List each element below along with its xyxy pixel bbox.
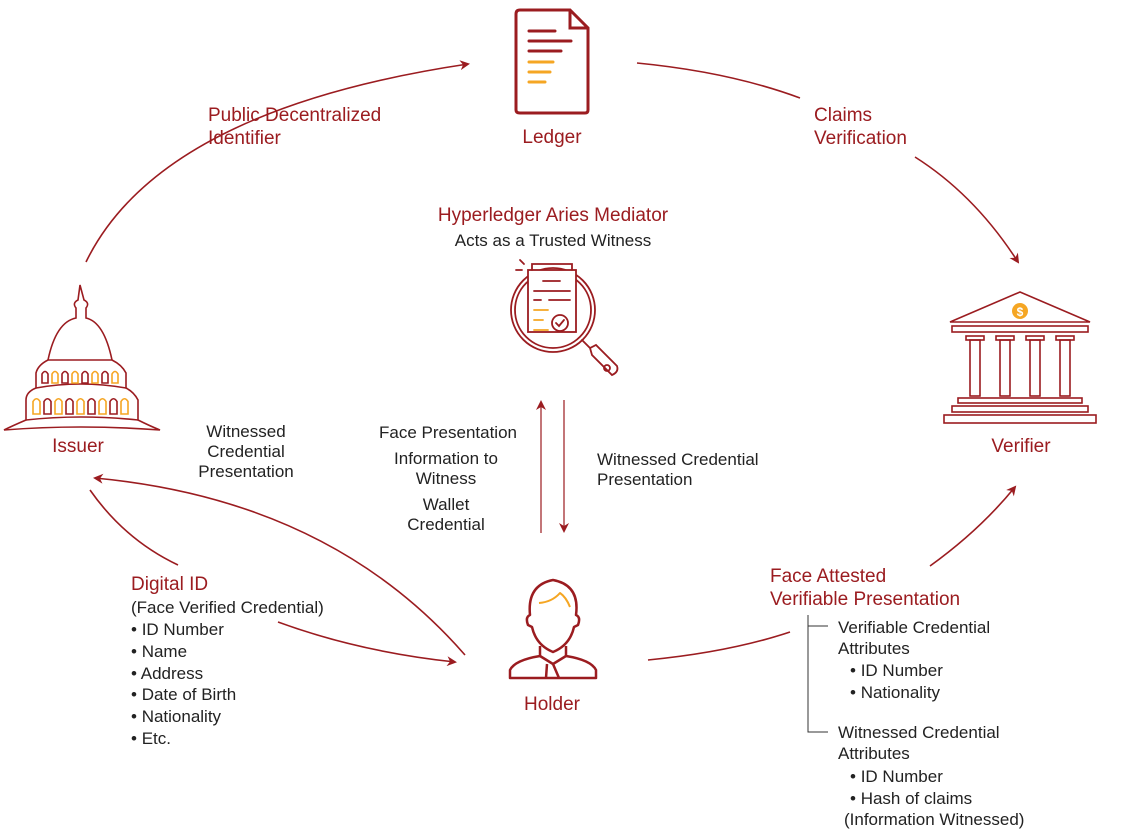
list-item-text: Name	[141, 641, 188, 661]
list-item: • Nationality	[131, 706, 221, 727]
mediator-subtitle: Acts as a Trusted Witness	[454, 231, 652, 250]
list-item: • Date of Birth	[131, 684, 236, 705]
list-item-text: Hash of claims	[860, 788, 973, 808]
issuer-label: Issuer	[52, 436, 104, 457]
magnifier-document-icon	[510, 259, 619, 377]
list-item: • Etc.	[131, 728, 171, 749]
capitol-window	[76, 397, 85, 415]
list-item: • ID Number	[850, 766, 943, 787]
list-item-text: ID Number	[860, 767, 943, 786]
capitol-window	[81, 370, 89, 384]
list-item: • Hash of claims	[850, 788, 972, 809]
attribute-tree-bracket	[807, 615, 828, 733]
line-holder-to-presentation	[647, 631, 791, 661]
capitol-window	[43, 397, 52, 415]
capitol-window	[111, 370, 119, 384]
list-item-text: Etc.	[141, 729, 171, 748]
verifier-label: Verifier	[991, 436, 1051, 457]
bullet-icon: •	[131, 685, 142, 705]
bullet-icon: •	[131, 620, 142, 639]
capitol-building-icon	[3, 284, 161, 431]
bullet-icon: •	[131, 641, 142, 661]
bullet-icon: •	[850, 683, 861, 702]
capitol-window	[54, 397, 63, 415]
digital-id-title: Digital ID	[131, 574, 209, 595]
arrow-presentation-to-verifier	[929, 485, 1017, 567]
capitol-window	[32, 397, 41, 415]
dollar-coin-icon: $	[1012, 303, 1028, 319]
list-item-text: (Information Witnessed)	[844, 810, 1025, 829]
bullet-icon: •	[850, 661, 861, 680]
list-item: • Name	[131, 641, 187, 662]
bullet-icon: •	[131, 663, 141, 683]
list-item: (Information Witnessed)	[844, 809, 1024, 830]
holder-label: Holder	[524, 694, 580, 715]
list-item: • ID Number	[131, 619, 224, 640]
bullet-icon: •	[131, 707, 142, 727]
bullet-icon: •	[131, 729, 142, 748]
list-item-text: ID Number	[860, 661, 943, 680]
arrow-ledger-to-claims	[636, 62, 801, 99]
svg-text:$: $	[1017, 305, 1024, 319]
list-item-text: Address	[140, 663, 204, 683]
list-item-text: Nationality	[141, 707, 222, 727]
arrow-issuer-to-ledger	[85, 60, 470, 263]
capitol-window	[120, 397, 129, 415]
capitol-window	[61, 370, 69, 384]
capitol-windows	[32, 370, 129, 415]
capitol-window	[71, 370, 79, 384]
ledger-label: Ledger	[522, 127, 582, 148]
bullet-icon: •	[850, 788, 861, 808]
digital-id-subtitle: (Face Verified Credential)	[131, 598, 324, 617]
arrow-holder-to-issuer	[93, 473, 466, 656]
list-item: • Nationality	[850, 682, 940, 703]
arrow-claims-to-verifier	[914, 156, 1020, 264]
document-icon	[514, 8, 590, 115]
capitol-window	[98, 397, 107, 415]
list-item-text: Date of Birth	[141, 685, 237, 705]
capitol-window	[101, 370, 109, 384]
capitol-window	[65, 397, 74, 415]
capitol-window	[41, 370, 49, 384]
list-item: • Address	[131, 663, 203, 684]
person-icon	[508, 578, 598, 680]
list-item-text: ID Number	[141, 620, 224, 639]
capitol-window	[91, 370, 99, 384]
capitol-window	[87, 397, 96, 415]
bullet-icon: •	[850, 767, 861, 786]
line-issuer-to-digital-id	[89, 489, 179, 566]
capitol-window	[109, 397, 118, 415]
face-presentation-label: Face Presentation	[379, 423, 517, 442]
capitol-window	[51, 370, 59, 384]
mediator-title: Hyperledger Aries Mediator	[437, 205, 669, 226]
list-item: • ID Number	[850, 660, 943, 681]
list-item-text: Nationality	[860, 683, 941, 702]
bank-icon	[943, 291, 1097, 424]
arrow-digital-id-to-holder	[277, 621, 457, 667]
